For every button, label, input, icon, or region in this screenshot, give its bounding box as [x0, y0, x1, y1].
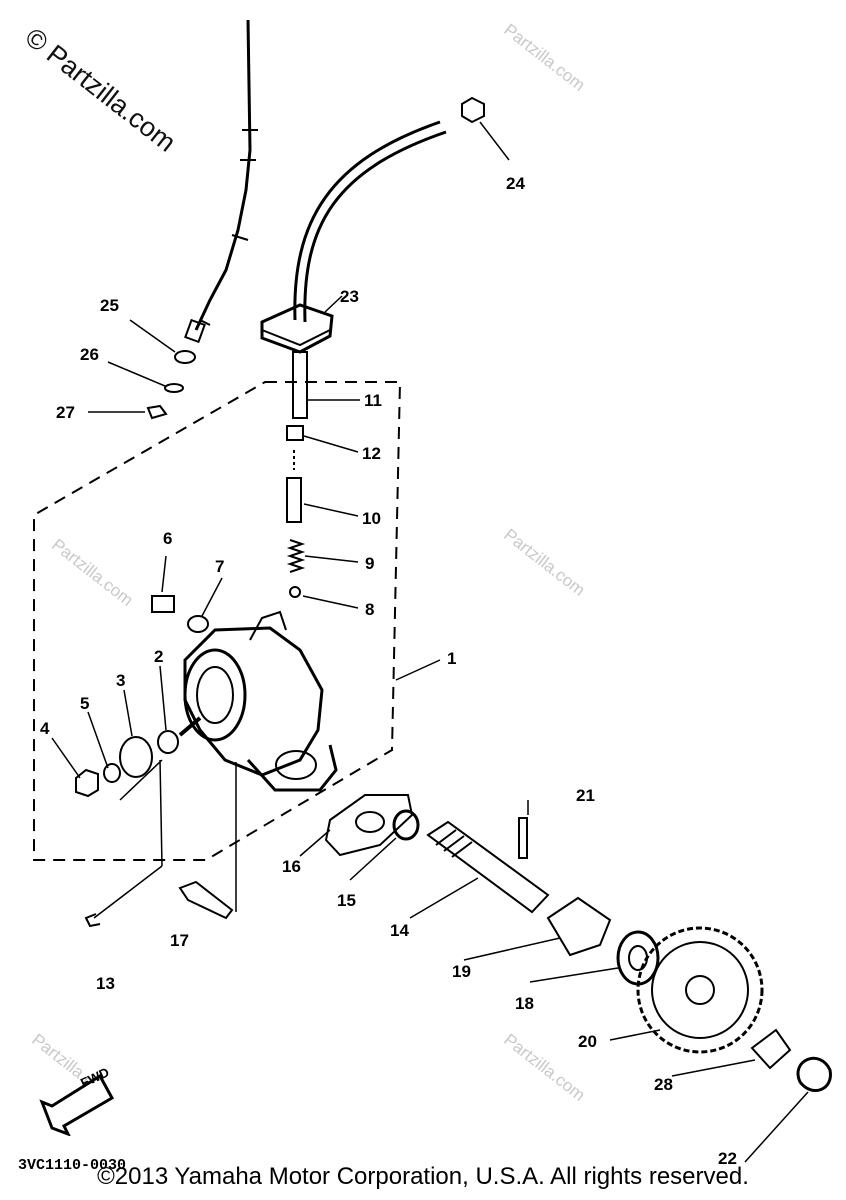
o-ring [392, 809, 420, 841]
part-label-7: 7 [215, 557, 225, 576]
collar [546, 896, 612, 957]
part-label-12: 12 [362, 444, 381, 463]
bearing [616, 930, 660, 986]
oring-26 [164, 383, 184, 393]
part-label-23: 23 [340, 287, 359, 306]
part-label-5: 5 [80, 694, 90, 713]
part-label-16: 16 [282, 857, 301, 876]
part-label-14: 14 [390, 921, 409, 940]
washer-2 [157, 730, 179, 754]
gasket [324, 794, 414, 857]
clip-28 [750, 1028, 792, 1070]
part-label-2: 2 [154, 647, 164, 666]
part-label-15: 15 [337, 891, 356, 910]
part-label-1: 1 [447, 649, 457, 668]
part-label-11: 11 [364, 391, 382, 410]
nut-4 [75, 768, 99, 798]
bolt-6 [151, 595, 175, 613]
oil-pump [183, 626, 324, 777]
washer-5 [103, 763, 121, 783]
clip-27 [146, 404, 168, 420]
control-cable [194, 19, 252, 331]
part-label-25: 25 [100, 296, 119, 315]
washer-25 [174, 350, 196, 364]
plate-3 [119, 736, 153, 778]
part-label-8: 8 [365, 600, 375, 619]
part-label-26: 26 [80, 345, 99, 364]
part-label-19: 19 [452, 962, 471, 981]
clip-13 [84, 913, 101, 928]
part-label-10: 10 [362, 509, 381, 528]
part-label-28: 28 [654, 1075, 673, 1094]
spring [286, 539, 306, 573]
nut-24 [461, 96, 485, 124]
oil-hose [293, 120, 441, 321]
forward-arrow-icon [39, 1073, 115, 1136]
diagram-code: 3VC1110-0030 [18, 1157, 127, 1174]
part-label-17: 17 [170, 931, 189, 950]
ball [289, 586, 301, 598]
part-label-24: 24 [506, 174, 525, 193]
washer-7 [187, 615, 209, 633]
bolt-17 [178, 880, 234, 920]
assembly-boundary [33, 381, 402, 861]
gear [636, 926, 764, 1054]
pin-21 [518, 817, 528, 859]
grommet [260, 303, 334, 354]
part-label-9: 9 [365, 554, 375, 573]
part-label-6: 6 [163, 529, 173, 548]
cable-end [184, 318, 206, 344]
part-label-27: 27 [56, 403, 75, 422]
part-label-20: 20 [578, 1032, 597, 1051]
part-label-18: 18 [515, 994, 534, 1013]
part-label-13: 13 [96, 974, 115, 993]
circlip [796, 1056, 832, 1092]
copyright-notice: ©2013 Yamaha Motor Corporation, U.S.A. A… [97, 1163, 749, 1190]
pump-shaft [426, 820, 550, 914]
union-bolt [286, 477, 302, 523]
part-label-22: 22 [718, 1149, 737, 1168]
pipe [292, 351, 308, 419]
part-label-21: 21 [576, 786, 595, 805]
part-label-4: 4 [40, 719, 50, 738]
part-label-3: 3 [116, 671, 126, 690]
nut-12 [286, 425, 304, 441]
